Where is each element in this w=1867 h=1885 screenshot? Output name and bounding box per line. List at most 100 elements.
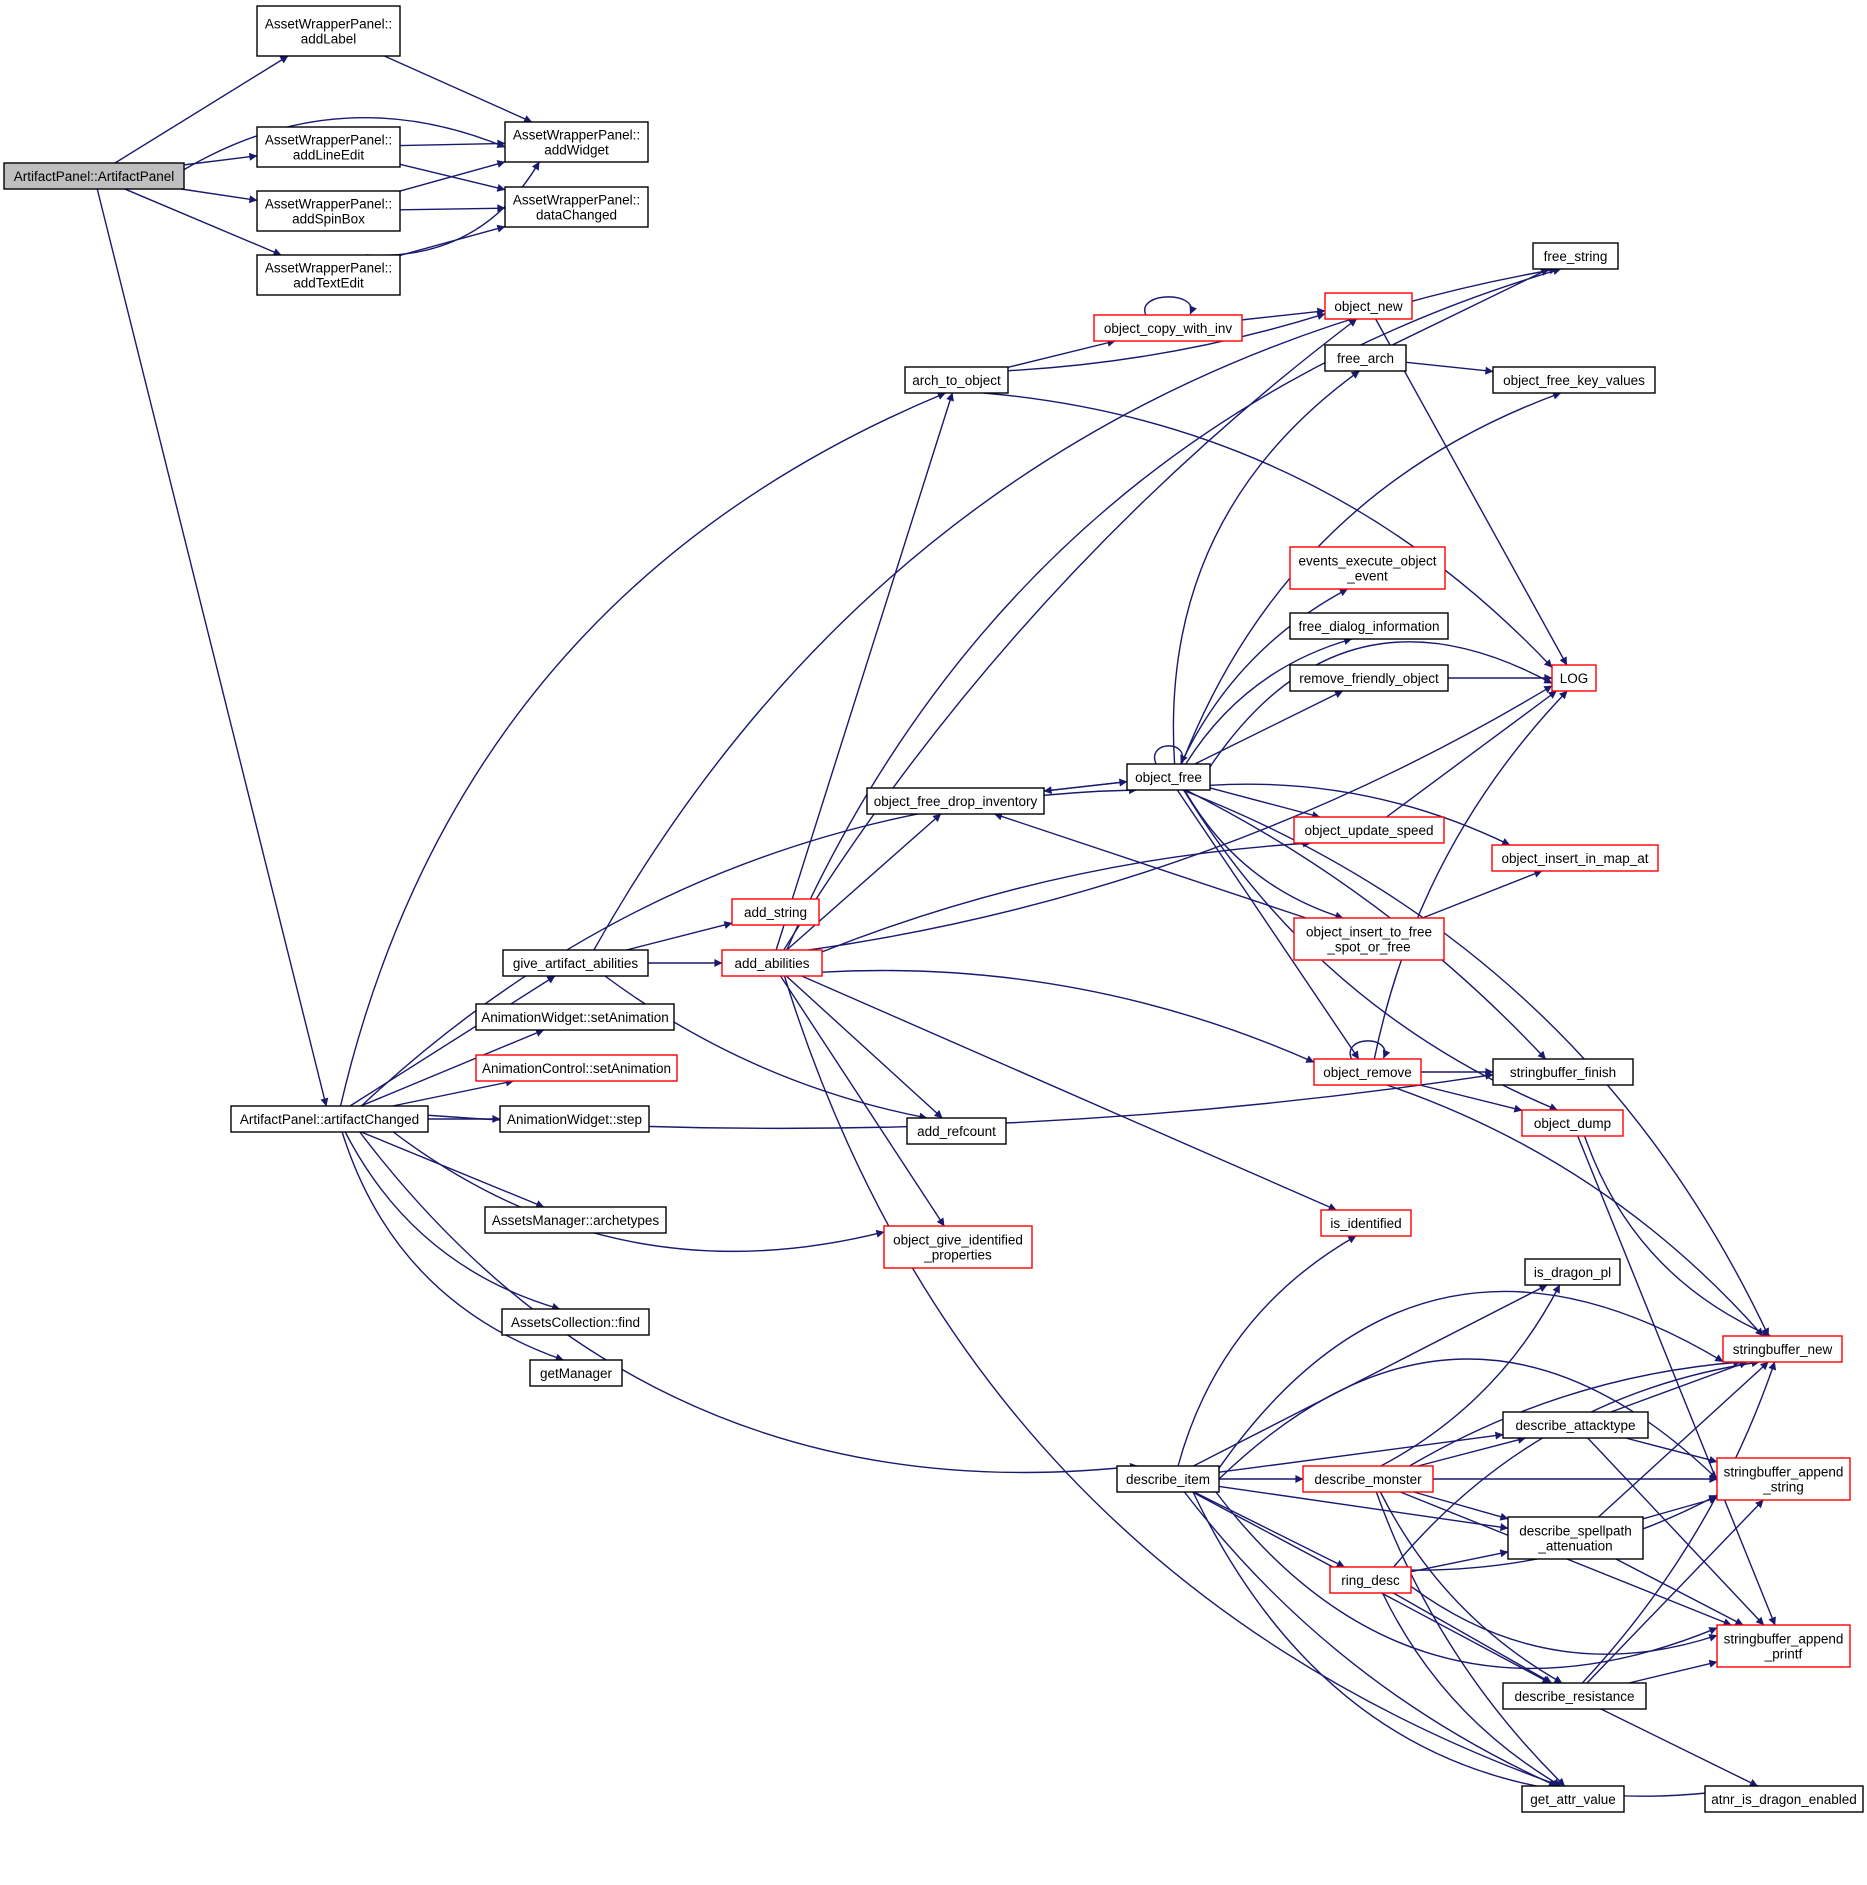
node-datachanged[interactable]: AssetWrapperPanel::dataChanged [504, 186, 649, 228]
node-label: addLineEdit [293, 148, 365, 163]
edge [1007, 312, 1326, 372]
node-addlineedit[interactable]: AssetWrapperPanel::addLineEdit [256, 126, 401, 168]
node-label: stringbuffer_append [1724, 1465, 1844, 1480]
node-ring-desc[interactable]: ring_desc [1329, 1566, 1412, 1594]
node-free-string[interactable]: free_string [1532, 242, 1619, 270]
edge-describe-item-to-get-attr-value [1183, 1491, 1557, 1787]
node-object-insert-in-map-at[interactable]: object_insert_in_map_at [1491, 844, 1659, 872]
node-object-remove[interactable]: object_remove [1313, 1058, 1422, 1086]
edge [1177, 1235, 1357, 1467]
node-free-arch[interactable]: free_arch [1324, 344, 1407, 372]
node-animationcontrol-setanimation[interactable]: AnimationControl::setAnimation [475, 1054, 678, 1082]
edge-object-free-to-object-update-speed [1209, 787, 1321, 819]
node-label: addLabel [301, 32, 357, 47]
node-addspinbox[interactable]: AssetWrapperPanel::addSpinBox [256, 190, 401, 232]
edge-addspinbox-to-datachanged [399, 204, 506, 213]
node-box [1313, 1058, 1422, 1086]
edge-add-abilities-to-add-refcount [785, 975, 943, 1119]
node-label: getManager [540, 1366, 613, 1381]
node-box [1722, 1335, 1843, 1363]
node-object-free-drop-inventory[interactable]: object_free_drop_inventory [866, 787, 1045, 815]
edge-free-arch-to-object-free-key-values [1405, 361, 1494, 375]
node-assetscollection-find[interactable]: AssetsCollection::find [501, 1308, 650, 1336]
edge [1417, 1436, 1526, 1467]
edge [1600, 1708, 1758, 1787]
node-label: AssetWrapperPanel:: [265, 261, 392, 276]
node-object-update-speed[interactable]: object_update_speed [1293, 816, 1445, 844]
edge-object-insert-to-free-spot-to-object-insert-in-map-at [1422, 870, 1543, 919]
edge [593, 266, 1558, 951]
edge-add-abilities-to-object-give-identified-properties [779, 975, 945, 1227]
node-free-dialog-information[interactable]: free_dialog_information [1289, 612, 1449, 640]
node-add-abilities[interactable]: add_abilities [721, 949, 823, 977]
node-box [1502, 1411, 1649, 1439]
edge [626, 921, 733, 951]
node-is-dragon-pl[interactable]: is_dragon_pl [1524, 1258, 1621, 1286]
edge [1373, 690, 1568, 1060]
edge-object-free-to-remove-friendly-object [1194, 690, 1344, 765]
node-describe-resistance[interactable]: describe_resistance [1502, 1682, 1647, 1710]
edge-object-free-to-free-arch [1172, 370, 1360, 765]
node-stringbuffer-append-string[interactable]: stringbuffer_append_string [1716, 1457, 1851, 1501]
node-addlabel[interactable]: AssetWrapperPanel::addLabel [256, 5, 401, 57]
node-add-refcount[interactable]: add_refcount [906, 1117, 1007, 1145]
edge [1349, 1040, 1391, 1060]
node-label: LOG [1560, 671, 1589, 686]
node-addwidget[interactable]: AssetWrapperPanel::addWidget [504, 121, 649, 163]
edge-add-abilities-to-object-new [783, 318, 1358, 951]
node-object-insert-to-free-spot[interactable]: object_insert_to_free_spot_or_free [1293, 917, 1445, 961]
node-box [883, 1225, 1033, 1269]
node-describe-monster[interactable]: describe_monster [1302, 1465, 1434, 1493]
node-getmanager[interactable]: getManager [529, 1359, 623, 1387]
node-label: describe_spellpath [1519, 1524, 1632, 1539]
node-arch-to-object[interactable]: arch_to_object [904, 366, 1009, 394]
node-object-give-identified-properties[interactable]: object_give_identified_properties [883, 1225, 1033, 1269]
node-stringbuffer-finish[interactable]: stringbuffer_finish [1492, 1058, 1634, 1086]
node-stringbuffer-append-printf[interactable]: stringbuffer_append_printf [1716, 1624, 1851, 1668]
edge [1185, 789, 1547, 1060]
node-artifactpanel-ctor[interactable]: ArtifactPanel::ArtifactPanel [3, 162, 185, 190]
edge [1379, 1491, 1563, 1684]
edge-describe-item-to-is-dragon-pl [1193, 1284, 1548, 1467]
node-object-new[interactable]: object_new [1324, 292, 1413, 320]
node-label: object_insert_to_free [1306, 925, 1432, 940]
node-get-attr-value[interactable]: get_attr_value [1521, 1785, 1625, 1813]
node-label: is_dragon_pl [1534, 1265, 1611, 1280]
node-object-copy-with-inv[interactable]: object_copy_with_inv [1093, 314, 1243, 342]
edge-add-abilities-to-get-attr-value [783, 975, 1561, 1788]
node-assetsmanager-archetypes[interactable]: AssetsManager::archetypes [484, 1206, 667, 1234]
node-label: object_free_drop_inventory [874, 794, 1038, 809]
node-object-dump[interactable]: object_dump [1521, 1109, 1624, 1137]
node-is-identified[interactable]: is_identified [1320, 1209, 1412, 1237]
node-stringbuffer-new[interactable]: stringbuffer_new [1722, 1335, 1843, 1363]
node-events-execute-object-event[interactable]: events_execute_object_event [1289, 546, 1446, 590]
edge-describe-item-to-describe-attacktype [1218, 1431, 1504, 1473]
edge-artifactchanged-to-give-artifact-abilities [349, 975, 556, 1107]
node-label: addWidget [544, 143, 609, 158]
node-animationwidget-step[interactable]: AnimationWidget::step [499, 1105, 650, 1133]
node-remove-friendly-object[interactable]: remove_friendly_object [1289, 664, 1449, 692]
edge-arch-to-object-to-log [983, 392, 1553, 668]
node-artifactchanged[interactable]: ArtifactPanel::artifactChanged [230, 1105, 429, 1133]
node-label: add_refcount [917, 1124, 996, 1139]
edge-addspinbox-to-addwidget [399, 160, 506, 192]
edge-describe-resistance-to-stringbuffer-append-printf [1628, 1659, 1718, 1684]
node-box [1551, 664, 1597, 692]
node-object-free-key-values[interactable]: object_free_key_values [1492, 366, 1656, 394]
node-describe-attacktype[interactable]: describe_attacktype [1502, 1411, 1649, 1439]
node-give-artifact-abilities[interactable]: give_artifact_abilities [502, 949, 649, 977]
node-label: events_execute_object [1298, 554, 1436, 569]
node-object-free[interactable]: object_free [1126, 763, 1211, 791]
node-atnr-is-dragon-enabled[interactable]: atnr_is_dragon_enabled [1704, 1785, 1864, 1813]
node-box [1532, 242, 1619, 270]
node-log[interactable]: LOG [1551, 664, 1597, 692]
node-add-string[interactable]: add_string [731, 898, 820, 926]
node-addtextedit[interactable]: AssetWrapperPanel::addTextEdit [256, 254, 401, 296]
edge-describe-spellpath-attenuation-to-stringbuffer-append-string [1642, 1496, 1718, 1520]
edge [1193, 1284, 1548, 1467]
node-describe-spellpath-attenuation[interactable]: describe_spellpath_attenuation [1507, 1516, 1644, 1560]
node-describe-item[interactable]: describe_item [1116, 1465, 1220, 1493]
edge [1586, 1499, 1764, 1684]
node-animationwidget-setanimation[interactable]: AnimationWidget::setAnimation [475, 1003, 675, 1031]
